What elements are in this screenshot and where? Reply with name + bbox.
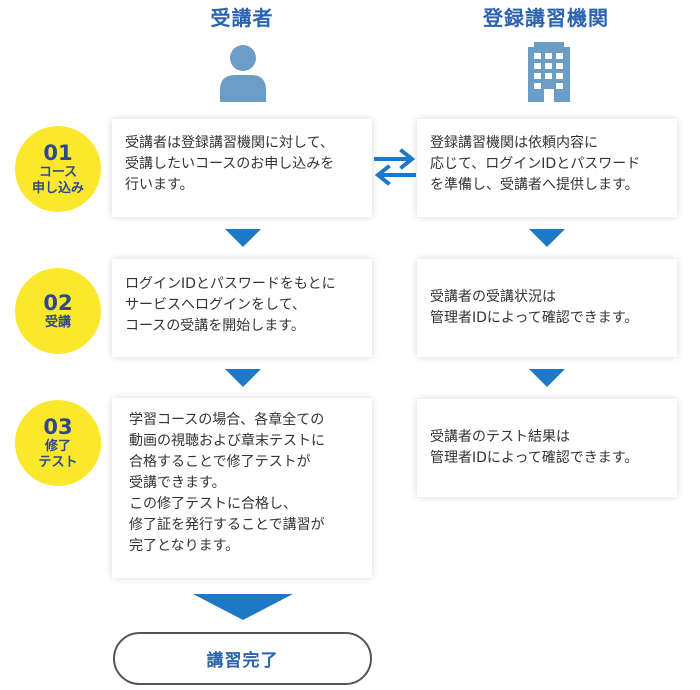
step-3-learner-text: 学習コースの場合、各章全ての 動画の視聴および章末テストに 合格することで修了テ… <box>129 411 325 554</box>
step-2-institution-text: 受講者の受講状況は 管理者IDによって確認できます。 <box>430 289 639 326</box>
step-1-institution-text: 登録講習機関は依頼内容に 応じて、ログインIDとパスワード を準備し、受講者へ提… <box>430 134 641 193</box>
building-icon <box>528 42 570 102</box>
right-column-title: 登録講習機関 <box>483 6 609 30</box>
step-1-badge: 01 コース 申し込み <box>15 126 101 212</box>
step-3-number: 03 <box>43 414 73 439</box>
down-arrow-large-icon <box>193 594 293 620</box>
step-1-label: コース 申し込み <box>31 164 84 196</box>
step-3-badge: 03 修了 テスト <box>15 400 101 486</box>
step-3-learner-box: 学習コースの場合、各章全ての 動画の視聴および章末テストに 合格することで修了テ… <box>112 398 372 578</box>
step-3-institution-text: 受講者のテスト結果は 管理者IDによって確認できます。 <box>430 429 639 466</box>
step-2-learner-text: ログインIDとパスワードをもとに サービスへログインをして、 コースの受講を開始… <box>125 275 336 334</box>
down-arrow-icon <box>225 369 261 387</box>
step-2-institution-box: 受講者の受講状況は 管理者IDによって確認できます。 <box>417 259 677 357</box>
step-2-badge: 02 受講 <box>15 268 101 354</box>
step-1-institution-box: 登録講習機関は依頼内容に 応じて、ログインIDとパスワード を準備し、受講者へ提… <box>417 119 677 217</box>
down-arrow-icon <box>225 229 261 247</box>
exchange-arrows-icon <box>374 148 416 186</box>
step-1-learner-box: 受講者は登録講習機関に対して、 受講したいコースのお申し込みを 行います。 <box>112 119 372 217</box>
course-complete-button[interactable]: 講習完了 <box>113 632 372 685</box>
step-2-learner-box: ログインIDとパスワードをもとに サービスへログインをして、 コースの受講を開始… <box>112 259 372 357</box>
step-1-learner-text: 受講者は登録講習機関に対して、 受講したいコースのお申し込みを 行います。 <box>125 134 335 193</box>
step-1-number: 01 <box>43 140 73 165</box>
step-3-label: 修了 テスト <box>38 438 78 470</box>
step-2-number: 02 <box>43 290 73 315</box>
step-2-label: 受講 <box>44 314 71 330</box>
left-column-title: 受講者 <box>210 6 274 30</box>
person-icon <box>220 45 266 102</box>
step-3-institution-box: 受講者のテスト結果は 管理者IDによって確認できます。 <box>417 399 677 497</box>
down-arrow-icon <box>529 229 565 247</box>
down-arrow-icon <box>529 369 565 387</box>
